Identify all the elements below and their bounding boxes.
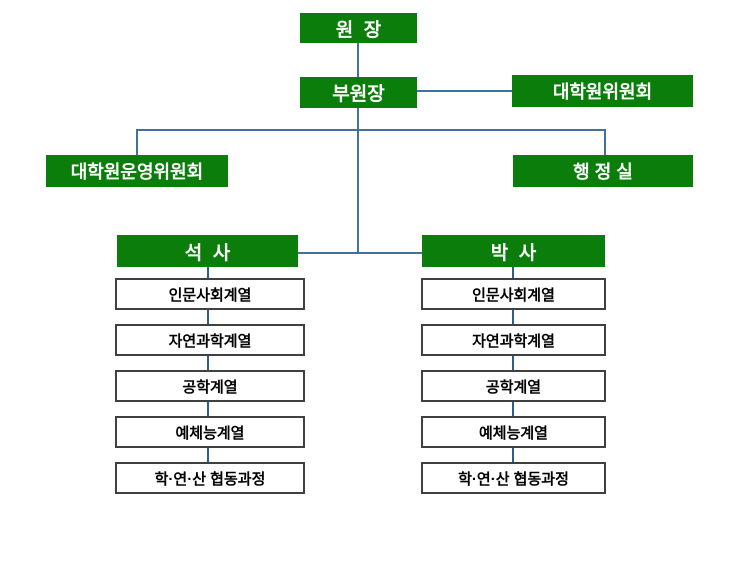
node-masters: 석 사 <box>117 235 298 267</box>
node-director: 원 장 <box>300 13 417 43</box>
program-box-doctorate-cooperative: 학·연·산 협동과정 <box>421 462 606 494</box>
program-box-doctorate-humanities: 인문사회계열 <box>421 278 606 310</box>
node-admin-office: 행 정 실 <box>513 155 693 187</box>
program-box-doctorate-engineering: 공학계열 <box>421 370 606 402</box>
program-box-masters-arts-sports: 예체능계열 <box>115 416 305 448</box>
program-box-masters-cooperative: 학·연·산 협동과정 <box>115 462 305 494</box>
program-box-masters-engineering: 공학계열 <box>115 370 305 402</box>
program-box-doctorate-arts-sports: 예체능계열 <box>421 416 606 448</box>
program-box-doctorate-natural-sci: 자연과학계열 <box>421 324 606 356</box>
program-box-masters-humanities: 인문사회계열 <box>115 278 305 310</box>
node-graduate-committee: 대학원위원회 <box>512 75 693 107</box>
node-doctorate: 박 사 <box>422 235 605 267</box>
node-operations-committee: 대학원운영위원회 <box>46 155 228 187</box>
node-vice-director: 부원장 <box>300 77 417 108</box>
program-box-masters-natural-sci: 자연과학계열 <box>115 324 305 356</box>
